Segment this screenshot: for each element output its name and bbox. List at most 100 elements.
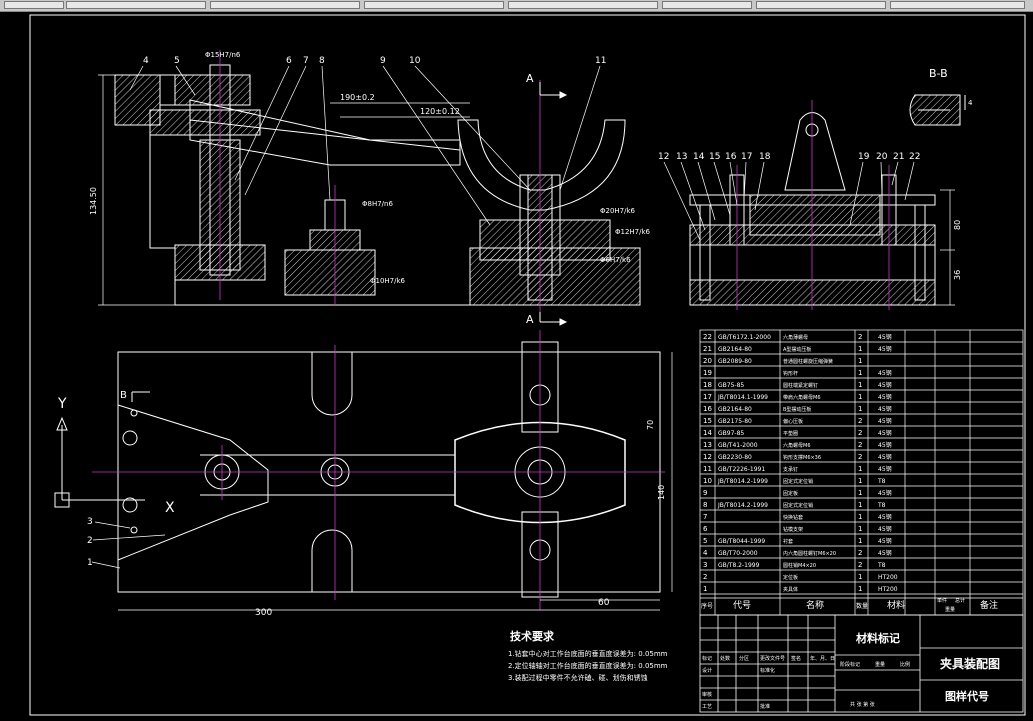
balloon-22: 22 <box>909 152 920 162</box>
bom-header-mat: 材料 <box>887 599 905 611</box>
bom-cell-code: GB2175-80 <box>718 418 752 425</box>
bom-grid <box>699 329 1024 616</box>
fit-8: Φ8H7/n6 <box>362 200 393 208</box>
bom-cell-qty: 1 <box>858 501 862 509</box>
bom-cell-qty: 1 <box>858 537 862 545</box>
balloon-12: 12 <box>658 152 669 162</box>
bom-cell-qty: 1 <box>858 345 862 353</box>
tb-design: 设计 <box>702 667 712 674</box>
tb-date: 年、月、日 <box>810 655 835 662</box>
bom-cell-no: 2 <box>703 573 707 581</box>
bom-cell-no: 14 <box>703 429 712 437</box>
bom-cell-qty: 1 <box>858 477 862 485</box>
drawing-border <box>29 14 1026 716</box>
bom-cell-mat: 45钢 <box>878 405 892 413</box>
balloon-13: 13 <box>676 152 687 162</box>
bom-cell-no: 5 <box>703 537 707 545</box>
bom-cell-mat: 45钢 <box>878 381 892 389</box>
balloon-18: 18 <box>759 152 771 162</box>
balloon-4: 4 <box>143 56 149 66</box>
fit-15: Φ15H7/n6 <box>205 51 241 59</box>
toolbar-field[interactable] <box>890 1 1025 9</box>
top-leaders <box>91 521 166 569</box>
balloon-15: 15 <box>709 152 720 162</box>
bom-cell-mat: 45钢 <box>878 453 892 461</box>
tb-ratio: 比例 <box>900 661 910 668</box>
dim-60: 60 <box>598 598 610 608</box>
balloon-20: 20 <box>876 152 888 162</box>
bom-cell-qty: 2 <box>858 453 862 461</box>
balloon-17: 17 <box>741 152 752 162</box>
pin-base-hatch <box>284 249 376 296</box>
bom-cell-name: 带肩六角螺母M6 <box>783 394 821 401</box>
bom-cell-code: GB75-85 <box>718 382 744 389</box>
bom-cell-name: B型摆动压板 <box>783 406 811 413</box>
dim-36: 36 <box>953 270 962 280</box>
axis-x-label: X <box>165 500 175 516</box>
dim-300: 300 <box>255 608 272 618</box>
bom-cell-qty: 2 <box>858 561 862 569</box>
dim-80: 80 <box>953 220 962 230</box>
detail-bb <box>909 94 966 126</box>
toolbar-field[interactable] <box>508 1 658 9</box>
bom-cell-no: 6 <box>703 525 708 533</box>
tech-req-item-1: 1.钻套中心对工作台底面的垂直度误差为: 0.05mm <box>508 649 668 658</box>
toolbar-field[interactable] <box>662 1 752 9</box>
toolbar-field[interactable] <box>756 1 886 9</box>
bom-cell-qty: 1 <box>858 585 862 593</box>
bom-cell-no: 13 <box>703 441 712 449</box>
bom-cell-name: 快换钻套 <box>783 514 803 521</box>
bom-header-single: 单件 <box>937 597 947 604</box>
bom-cell-code: JB/T8014.2-1999 <box>717 502 768 509</box>
dim-134: 134.50 <box>89 187 98 215</box>
bom-header-note: 备注 <box>980 599 998 611</box>
bom-cell-mat: 45钢 <box>878 369 892 377</box>
top-centerlines <box>92 330 665 610</box>
balloon-11: 11 <box>595 56 606 66</box>
bom-cell-qty: 1 <box>858 369 862 377</box>
toolbar-field[interactable] <box>364 1 504 9</box>
bom-cell-qty: 1 <box>858 465 862 473</box>
bom-cell-name: 固定板 <box>783 490 798 497</box>
bom-cell-qty: 1 <box>858 381 862 389</box>
tb-weight: 重量 <box>875 661 885 668</box>
bom-cell-code: GB/T41-2000 <box>718 442 758 449</box>
balloon-1: 1 <box>87 558 93 568</box>
drawing-code: 图样代号 <box>945 689 989 703</box>
tb-process: 工艺 <box>702 704 712 710</box>
side-bottom-hatch <box>689 279 936 306</box>
bom-cell-name: 支承钉 <box>783 466 798 473</box>
bom-cell-name: 钩形支撑M6×36 <box>783 454 821 461</box>
bom-cell-no: 17 <box>703 393 712 401</box>
bom-cell-name: 固定式定位销 <box>783 502 813 509</box>
bom-cell-code: GB2164-80 <box>718 346 752 353</box>
drawing-name: 夹具装配图 <box>940 656 1000 671</box>
bom-cell-no: 11 <box>703 465 712 473</box>
toolbar-field[interactable] <box>4 1 64 9</box>
bom-header-no: 序号 <box>701 602 713 610</box>
ucs-axes <box>54 416 145 508</box>
bom-cell-no: 8 <box>703 501 707 509</box>
bom-header-code: 代号 <box>733 600 751 611</box>
balloon-2: 2 <box>87 536 93 546</box>
tb-stage: 阶段标记 <box>840 661 860 668</box>
toolbar-field[interactable] <box>66 1 206 9</box>
balloon-19: 19 <box>858 152 870 162</box>
toolbar-field[interactable] <box>210 1 360 9</box>
bom-cell-name: 固定式定位销 <box>783 478 813 485</box>
bom-cell-name: 衬套 <box>783 538 793 545</box>
bom-cell-qty: 1 <box>858 573 862 581</box>
bom-cell-mat: T8 <box>877 502 886 509</box>
balloon-3: 3 <box>87 517 93 527</box>
bom-cell-qty: 1 <box>858 393 862 401</box>
bom-cell-mat: 45钢 <box>878 417 892 425</box>
bom-cell-mat: 45钢 <box>878 549 892 557</box>
bom-cell-name: 平垫圈 <box>783 430 798 437</box>
bom-cell-mat: HT200 <box>878 574 898 581</box>
bom-cell-qty: 1 <box>858 513 862 521</box>
bom-cell-no: 16 <box>703 405 712 413</box>
tb-change: 更改文件号 <box>760 655 785 662</box>
fit-6: Φ6H7/k6 <box>600 256 631 264</box>
